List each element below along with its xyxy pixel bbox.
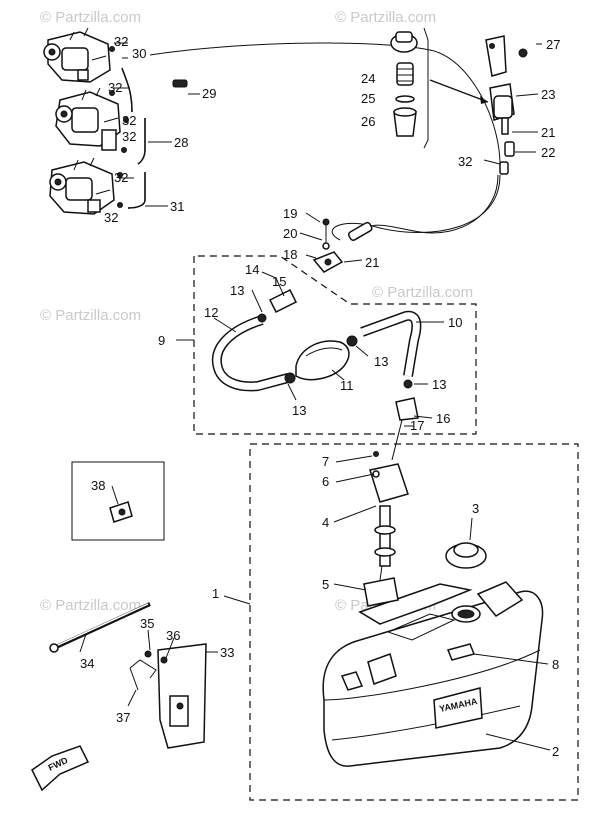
callout-32: 32 xyxy=(104,210,118,225)
watermark: © Partzilla.com xyxy=(40,307,141,324)
callout-12: 12 xyxy=(204,305,218,320)
filter-parts xyxy=(390,27,489,149)
callout-21: 21 xyxy=(541,125,555,140)
pump-assembly-box xyxy=(193,255,477,435)
callout-10: 10 xyxy=(448,315,462,330)
callout-11: 11 xyxy=(340,378,354,393)
gasket-5 xyxy=(363,577,399,607)
callout-2: 2 xyxy=(552,744,559,759)
callout-9: 9 xyxy=(158,333,165,348)
callout-18: 18 xyxy=(283,247,297,262)
connector-29 xyxy=(172,79,188,88)
callout-26: 26 xyxy=(361,114,375,129)
plug-38 xyxy=(109,501,133,523)
tank-assembly-box xyxy=(249,443,579,801)
fuel-tank: YAMAHA xyxy=(322,581,544,767)
watermark: © Partzilla.com xyxy=(335,9,436,26)
bracket-33 xyxy=(129,643,207,749)
callout-32: 32 xyxy=(122,129,136,144)
callout-13: 13 xyxy=(292,403,306,418)
callout-24: 24 xyxy=(361,71,375,86)
callout-labels: 32 30 32 29 32 28 32 32 31 32 24 25 26 2… xyxy=(80,34,560,759)
callout-35: 35 xyxy=(140,616,154,631)
callout-28: 28 xyxy=(174,135,188,150)
carburetor-top xyxy=(43,27,111,83)
callout-37: 37 xyxy=(116,710,130,725)
callout-8: 8 xyxy=(552,657,559,672)
rod-34 xyxy=(49,602,151,653)
carb-hoses xyxy=(109,46,146,209)
watermark: © Partzilla.com xyxy=(40,597,141,614)
callout-30: 30 xyxy=(132,46,146,61)
callout-15: 15 xyxy=(272,274,286,289)
callout-36: 36 xyxy=(166,628,180,643)
callout-1: 1 xyxy=(212,586,219,601)
fuel-filter-23 xyxy=(485,35,528,175)
callout-29: 29 xyxy=(202,86,216,101)
callout-32: 32 xyxy=(122,113,136,128)
callout-5: 5 xyxy=(322,577,329,592)
carburetor-bottom xyxy=(49,157,115,215)
callout-34: 34 xyxy=(80,656,94,671)
pump-hoses xyxy=(211,310,422,392)
primer-pump-11 xyxy=(284,335,358,384)
callout-6: 6 xyxy=(322,474,329,489)
callout-14: 14 xyxy=(245,262,259,277)
callout-13: 13 xyxy=(374,354,388,369)
watermark: © Partzilla.com xyxy=(40,9,141,26)
fuel-cap-3 xyxy=(445,542,487,569)
callout-32: 32 xyxy=(458,154,472,169)
fwd-arrow: FWD xyxy=(31,745,90,792)
leader-lines xyxy=(79,42,551,751)
callout-3: 3 xyxy=(472,501,479,516)
callout-19: 19 xyxy=(283,206,297,221)
joint-18 xyxy=(312,218,344,273)
callout-32: 32 xyxy=(108,80,122,95)
callout-25: 25 xyxy=(361,91,375,106)
fuel-gauge-4 xyxy=(369,451,409,581)
callout-32: 32 xyxy=(114,170,128,185)
callout-33: 33 xyxy=(220,645,234,660)
callout-27: 27 xyxy=(546,37,560,52)
callout-31: 31 xyxy=(170,199,184,214)
callout-32: 32 xyxy=(114,34,128,49)
part-38-box xyxy=(71,461,165,541)
callout-17: 17 xyxy=(410,418,424,433)
carburetor-middle xyxy=(55,87,121,151)
callout-7: 7 xyxy=(322,454,329,469)
callout-22: 22 xyxy=(541,145,555,160)
callout-4: 4 xyxy=(322,515,329,530)
watermark: © Partzilla.com xyxy=(372,284,473,301)
connector-15 xyxy=(257,288,298,323)
callout-20: 20 xyxy=(283,226,297,241)
callout-21: 21 xyxy=(365,255,379,270)
callout-16: 16 xyxy=(436,411,450,426)
callout-23: 23 xyxy=(541,87,555,102)
tank-connector-16 xyxy=(391,379,419,461)
callout-38: 38 xyxy=(91,478,105,493)
callout-13: 13 xyxy=(432,377,446,392)
callout-13: 13 xyxy=(230,283,244,298)
